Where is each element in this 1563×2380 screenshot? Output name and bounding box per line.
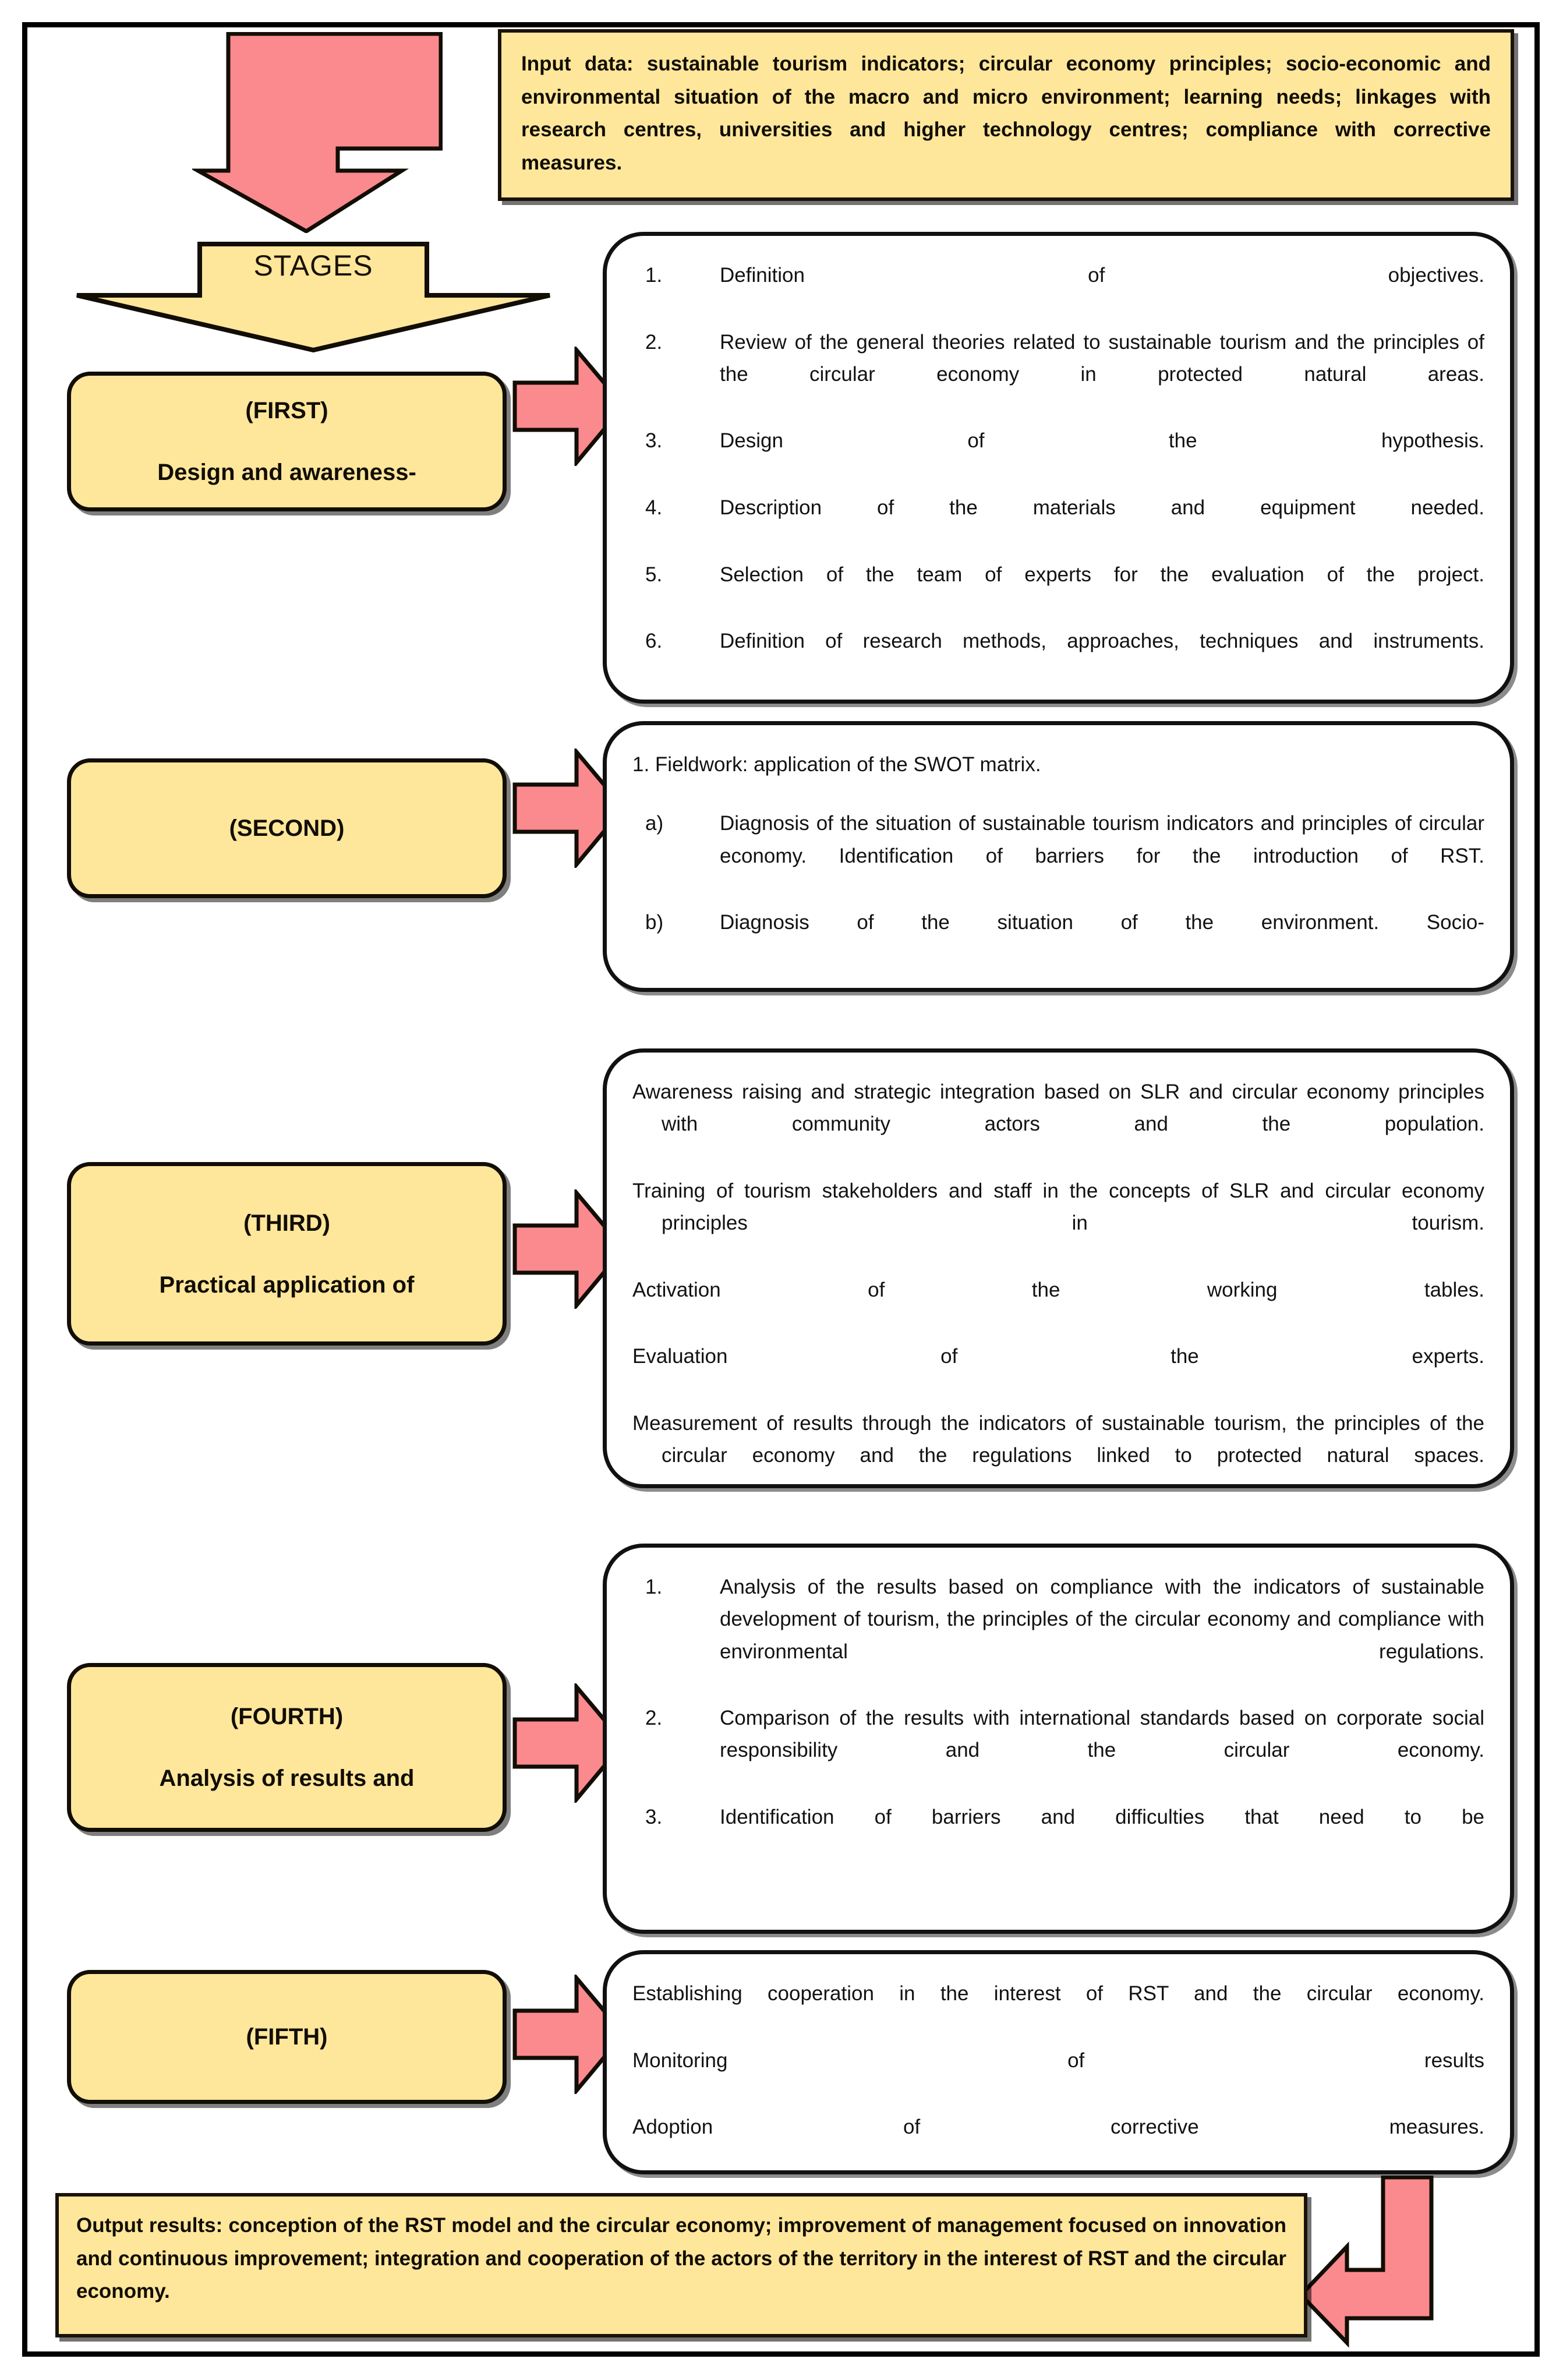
list-item: 6. Definition of research methods, approa… <box>632 625 1484 690</box>
content-list: Establishing cooperation in the interest… <box>632 1978 1484 2176</box>
list-item-text: Monitoring of results <box>632 2049 1484 2072</box>
stage-subtitle: Analysis of results and <box>159 1765 415 1791</box>
content-box-second: 1. Fieldwork: application of the SWOT ma… <box>603 721 1514 992</box>
list-item: Evaluation of the experts. <box>632 1340 1484 1405</box>
list-item-marker: 4. <box>645 496 663 520</box>
list-item-text: Evaluation of the experts. <box>632 1345 1484 1368</box>
list-item: 5. Selection of the team of experts for t… <box>632 559 1484 623</box>
stage-box-fifth[interactable]: (FIFTH) <box>67 1970 507 2104</box>
content-box-fourth: 1. Analysis of the results based on compl… <box>603 1544 1514 1934</box>
stage-right-arrow-icon-first <box>512 347 626 466</box>
stage-title: (FIFTH) <box>246 2024 328 2050</box>
list-item-text: Identification of barriers and difficult… <box>720 1806 1484 1829</box>
content-list: a) Diagnosis of the situation of sustaina… <box>632 807 1484 970</box>
list-item-text: Definition of research methods, approach… <box>720 630 1484 653</box>
stages-label: STAGES <box>253 249 373 282</box>
list-item-text: Selection of the team of experts for the… <box>720 563 1484 586</box>
stage-title: (THIRD) <box>243 1210 330 1236</box>
list-item-text: Activation of the working tables. <box>632 1278 1484 1301</box>
list-item: 3. Identification of barriers and difficu… <box>632 1801 1484 1866</box>
content-lead-text: 1. Fieldwork: application of the SWOT ma… <box>632 753 1041 776</box>
list-item: Training of tourism stakeholders and sta… <box>632 1175 1484 1272</box>
content-list: 1. Definition of objectives. 2. Review of t… <box>632 259 1484 690</box>
list-item: 1. Definition of objectives. <box>632 259 1484 324</box>
list-item-text: Diagnosis of the situation of the enviro… <box>720 911 1484 934</box>
stage-right-arrow-icon-second <box>512 748 626 868</box>
list-item-text: Review of the general theories related t… <box>720 330 1484 386</box>
list-item: b) Diagnosis of the situation of the envi… <box>632 906 1484 971</box>
list-item: 4. Description of the materials and equip… <box>632 492 1484 556</box>
list-item: Awareness raising and strategic integrat… <box>632 1076 1484 1173</box>
list-item-marker: 3. <box>645 1806 663 1829</box>
stage-box-third[interactable]: (THIRD) Practical application of <box>67 1162 507 1346</box>
list-item: Establishing cooperation in the interest… <box>632 1978 1484 2042</box>
list-item-marker: 1. <box>645 1576 663 1598</box>
list-item-text: Awareness raising and strategic integrat… <box>632 1080 1484 1136</box>
content-box-third: Awareness raising and strategic integrat… <box>603 1048 1514 1488</box>
list-item-marker: 2. <box>645 330 663 354</box>
list-item: 3. Design of the hypothesis. <box>632 425 1484 489</box>
stage-subtitle: Practical application of <box>159 1272 415 1298</box>
stage-subtitle: Design and awareness- <box>157 460 416 485</box>
stage-title: (FIRST) <box>245 398 328 423</box>
output-left-arrow-icon <box>1299 2176 1473 2350</box>
list-item-text: Design of the hypothesis. <box>720 429 1484 453</box>
stage-title: (SECOND) <box>229 815 345 841</box>
list-item: Monitoring of results <box>632 2044 1484 2109</box>
stage-title: (FOURTH) <box>230 1704 344 1729</box>
list-item-marker: 3. <box>645 429 663 453</box>
list-item-text: Training of tourism stakeholders and sta… <box>632 1179 1484 1235</box>
diagram-frame <box>22 22 1540 2357</box>
list-item-marker: a) <box>645 812 664 835</box>
list-item-marker: 1. <box>645 264 663 287</box>
input-data-text: Input data: sustainable tourism indicato… <box>521 52 1491 175</box>
list-item-text: Adoption of corrective measures. <box>632 2116 1484 2139</box>
list-item-text: Establishing cooperation in the interest… <box>632 1982 1484 2005</box>
stages-banner-arrow: STAGES <box>75 242 552 353</box>
list-item-text: Definition of objectives. <box>720 264 1484 287</box>
stage-right-arrow-icon-third <box>512 1189 626 1309</box>
list-item: Adoption of corrective measures. <box>632 2111 1484 2176</box>
list-item-marker: 2. <box>645 1707 663 1730</box>
list-item: Activation of the working tables. <box>632 1274 1484 1339</box>
list-item-text: Comparison of the results with internati… <box>720 1707 1484 1762</box>
list-item: Measurement of results through the indic… <box>632 1407 1484 1504</box>
list-item-marker: 5. <box>645 563 663 586</box>
output-results-box: Output results: conception of the RST mo… <box>55 2193 1307 2337</box>
list-item: 2. Review of the general theories related… <box>632 326 1484 423</box>
input-data-box: Input data: sustainable tourism indicato… <box>498 29 1514 201</box>
content-box-first: 1. Definition of objectives. 2. Review of t… <box>603 232 1514 704</box>
list-item-marker: b) <box>645 911 664 934</box>
list-item-text: Analysis of the results based on complia… <box>720 1576 1484 1663</box>
output-results-text: Output results: conception of the RST mo… <box>76 2214 1286 2303</box>
stage-right-arrow-icon-fourth <box>512 1683 626 1803</box>
input-down-arrow-icon <box>192 32 443 233</box>
content-list: 1. Analysis of the results based on compl… <box>632 1571 1484 1866</box>
list-item-text: Measurement of results through the indic… <box>632 1411 1484 1467</box>
stage-right-arrow-icon-fifth <box>512 1975 626 2094</box>
stage-box-second[interactable]: (SECOND) <box>67 758 507 898</box>
stage-box-first[interactable]: (FIRST) Design and awareness- <box>67 372 507 511</box>
content-box-fifth: Establishing cooperation in the interest… <box>603 1950 1514 2174</box>
content-list: Awareness raising and strategic integrat… <box>632 1076 1484 1504</box>
list-item-text: Diagnosis of the situation of sustainabl… <box>720 812 1484 867</box>
list-item: 2. Comparison of the results with interna… <box>632 1702 1484 1799</box>
list-item-text: Description of the materials and equipme… <box>720 496 1484 520</box>
list-item-marker: 6. <box>645 630 663 653</box>
stage-box-fourth[interactable]: (FOURTH) Analysis of results and <box>67 1663 507 1832</box>
list-item: 1. Analysis of the results based on compl… <box>632 1571 1484 1700</box>
list-item: a) Diagnosis of the situation of sustaina… <box>632 807 1484 904</box>
